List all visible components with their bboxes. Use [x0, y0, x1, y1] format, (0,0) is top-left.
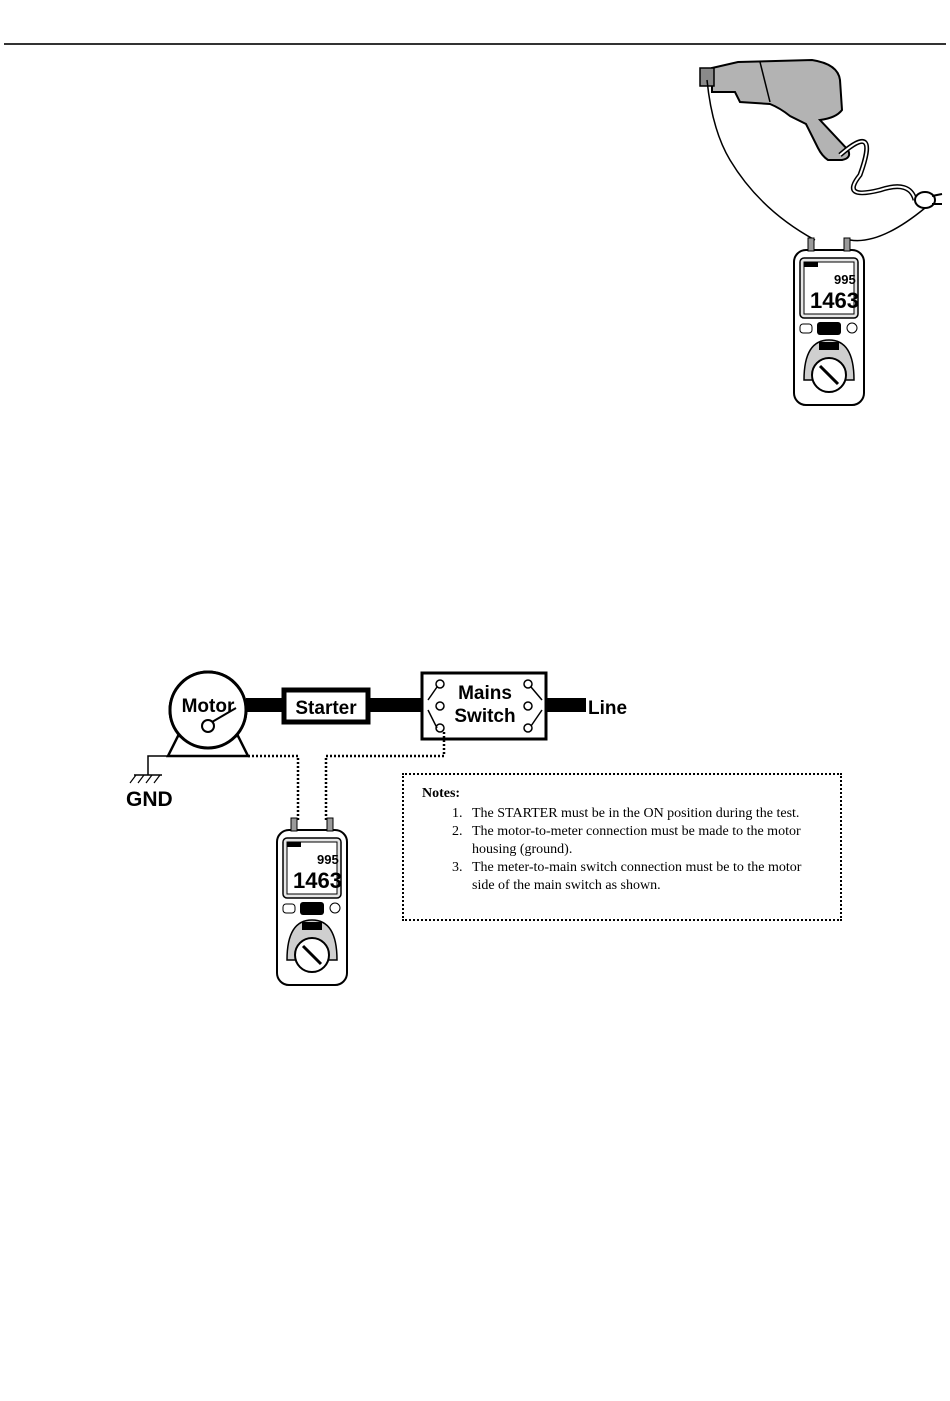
starter-box: Starter — [284, 690, 368, 722]
mains-switch-box: Mains Switch — [422, 673, 546, 739]
starter-label: Starter — [295, 698, 357, 719]
lead-motor-housing — [248, 756, 298, 820]
motor: Motor — [168, 672, 248, 756]
test-lead-plug — [850, 208, 925, 241]
note-item: The motor-to-meter connection must be ma… — [466, 823, 824, 859]
meter-bottom-small-reading: 995 — [317, 852, 339, 867]
note-item: The STARTER must be in the ON position d… — [466, 805, 824, 823]
mains-label-line1: Mains — [458, 683, 512, 704]
notes-list: The STARTER must be in the ON position d… — [422, 805, 824, 895]
ground-symbol: GND — [126, 756, 173, 811]
motor-label: Motor — [182, 696, 235, 717]
notes-box: Notes: The STARTER must be in the ON pos… — [402, 773, 842, 921]
meter-top-main-reading: 1463 — [810, 288, 859, 313]
meter-top: 995 1463 — [794, 238, 864, 405]
meter-top-small-reading: 995 — [834, 272, 856, 287]
gnd-label: GND — [126, 788, 173, 811]
meter-bottom: 995 1463 — [277, 818, 347, 985]
notes-title: Notes: — [422, 785, 824, 803]
mains-label-line2: Switch — [454, 706, 515, 727]
meter-bottom-main-reading: 1463 — [293, 868, 342, 893]
drill-illustration — [700, 60, 942, 208]
line-label: Line — [588, 698, 627, 719]
note-item: The meter-to-main switch connection must… — [466, 859, 824, 895]
